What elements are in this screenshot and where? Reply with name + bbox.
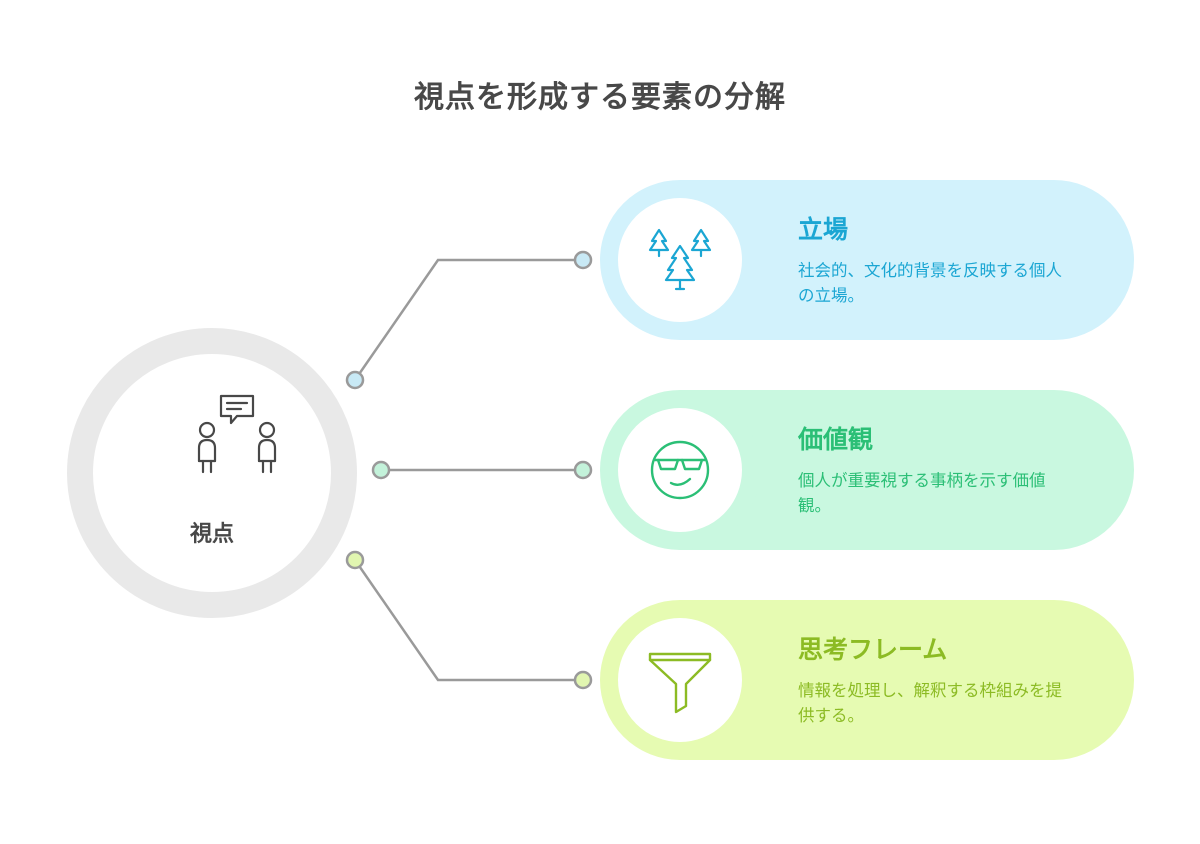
diagram-title: 視点を形成する要素の分解 xyxy=(414,80,786,115)
branch-stance-icon-ring xyxy=(600,180,760,340)
branch-values: 価値観 個人が重要視する事柄を示す価値観。 xyxy=(600,390,1134,550)
branch-stance-description: 社会的、文化的背景を反映する個人の立場。 xyxy=(798,261,1062,305)
branch-stance-heading: 立場 xyxy=(798,215,849,244)
connector-1-end-dot xyxy=(573,250,593,270)
conversation-icon xyxy=(197,394,277,474)
branch-thinking-frame-icon-ring xyxy=(600,600,760,760)
branch-values-heading: 価値観 xyxy=(798,425,874,454)
funnel-icon xyxy=(648,652,712,714)
connector-3 xyxy=(353,559,583,682)
center-node: 視点 xyxy=(67,328,357,618)
branch-thinking-frame: 思考フレーム 情報を処理し、解釈する枠組みを提供する。 xyxy=(600,600,1134,760)
connector-3-start-dot xyxy=(345,550,365,570)
connector-1-start-dot xyxy=(345,370,365,390)
connector-2-end-dot xyxy=(573,460,593,480)
branch-stance: 立場 社会的、文化的背景を反映する個人の立場。 xyxy=(600,180,1134,340)
connector-2-start-dot xyxy=(371,460,391,480)
sunglasses-face-icon xyxy=(650,440,710,500)
branch-thinking-frame-description: 情報を処理し、解釈する枠組みを提供する。 xyxy=(798,681,1062,725)
center-label: 視点 xyxy=(189,522,234,547)
connector-3-end-dot xyxy=(573,670,593,690)
branch-thinking-frame-heading: 思考フレーム xyxy=(798,635,948,664)
connector-1 xyxy=(353,258,583,381)
trees-icon xyxy=(648,228,712,291)
branch-values-description: 個人が重要視する事柄を示す価値観。 xyxy=(798,471,1046,515)
branch-values-icon-ring xyxy=(600,390,760,550)
